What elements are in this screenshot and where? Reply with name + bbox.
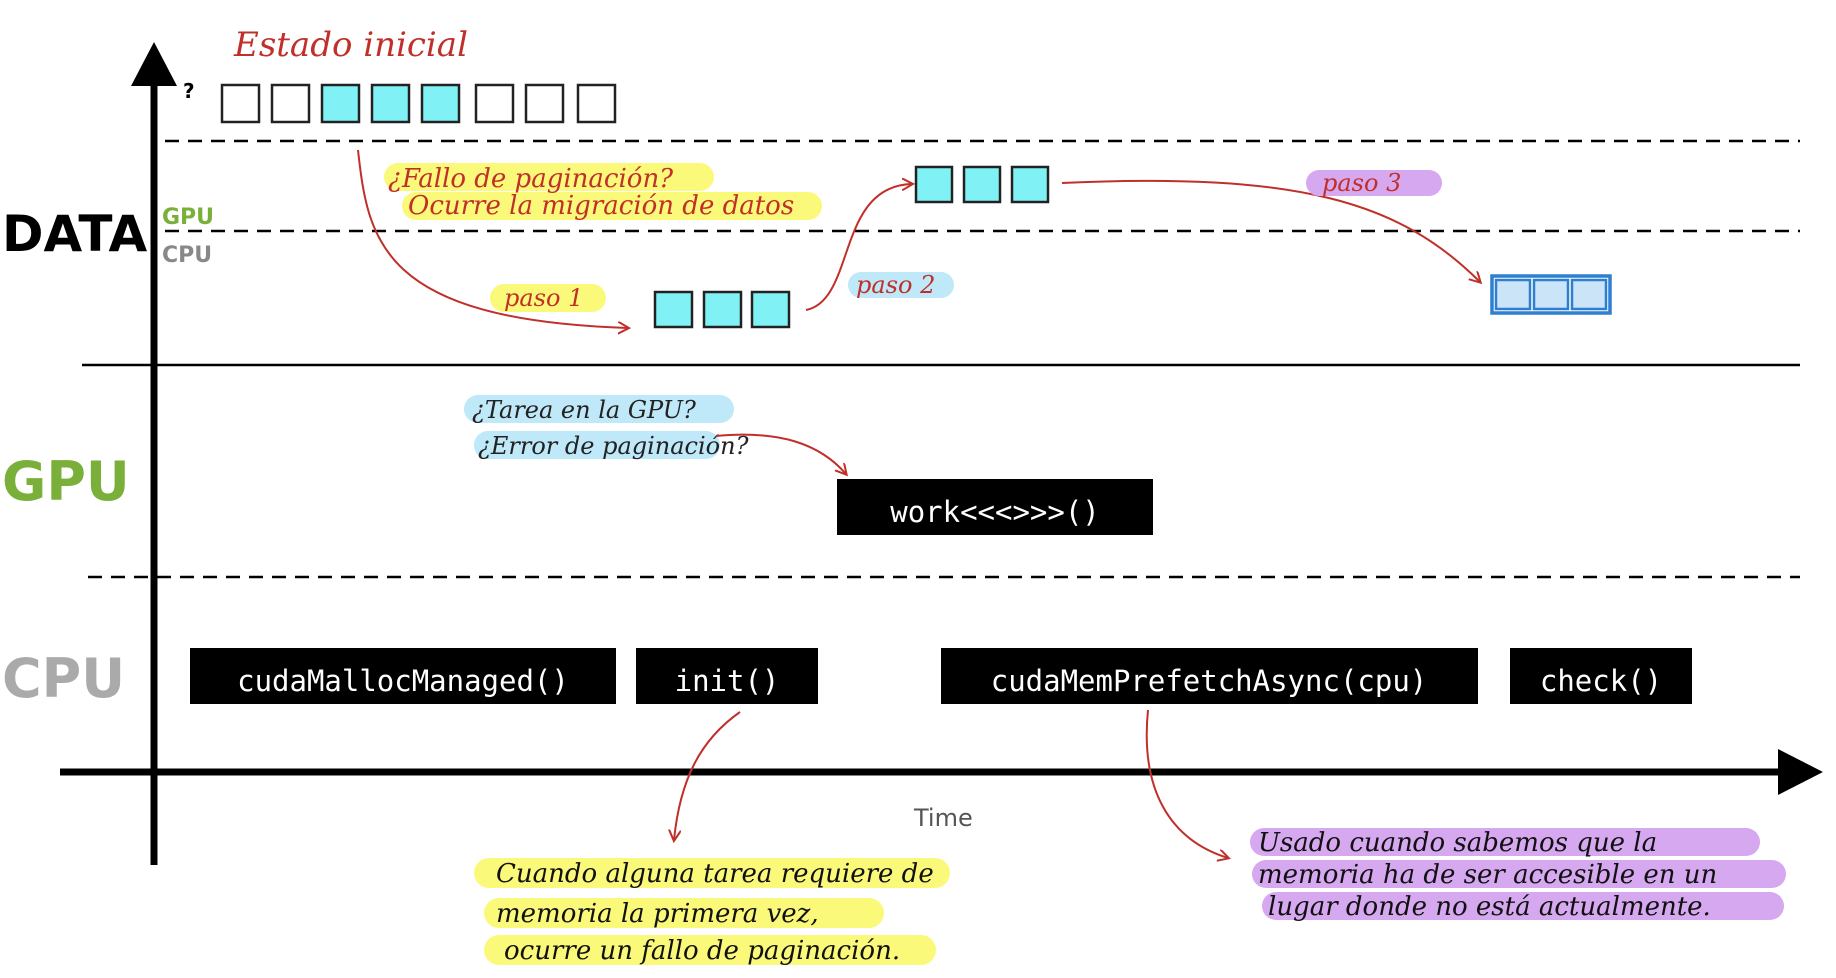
arrow-step-3	[1061, 179, 1480, 282]
arrow-prefetch-note	[1145, 709, 1228, 858]
cell-empty	[524, 83, 565, 124]
highlight-cyan	[474, 431, 720, 459]
highlight-cyan	[848, 272, 954, 298]
highlight-yellow	[484, 935, 936, 965]
cell-empty	[220, 83, 261, 124]
cell-allocated	[370, 83, 411, 124]
arrow-gpu-task	[715, 433, 846, 474]
note-step-3: paso 3	[1322, 169, 1401, 197]
cell-allocated	[914, 165, 954, 204]
cell-allocated	[320, 83, 361, 124]
highlight-purple	[1262, 892, 1784, 920]
highlight-purple	[1306, 170, 1442, 196]
note-prefetch-line-3: lugar donde no está actualmente.	[1268, 892, 1711, 922]
note-gpu-task-question: ¿Tarea en la GPU?	[472, 396, 696, 424]
lane-label-data-gpu: GPU	[162, 205, 214, 230]
cell-empty	[576, 83, 617, 124]
highlight-yellow	[384, 163, 714, 191]
note-step-2: paso 2	[856, 271, 935, 299]
call-check-label: check()	[1540, 664, 1662, 698]
highlight-yellow	[402, 192, 822, 220]
lane-label-data-cpu: CPU	[162, 243, 212, 268]
note-prefetch-line-1: Usado cuando sabemos que la	[1258, 828, 1657, 858]
cell-allocated	[653, 290, 694, 329]
x-axis-arrowhead	[1778, 749, 1823, 795]
lane-label-data: DATA	[2, 205, 148, 263]
highlight-yellow	[484, 898, 884, 928]
note-init-line-3: ocurre un fallo de paginación.	[504, 936, 900, 966]
highlight-purple	[1250, 828, 1760, 856]
arrow-init-note	[674, 711, 741, 840]
cells-prefetched-cpu	[1490, 274, 1612, 315]
cell-allocated	[1010, 165, 1050, 204]
lane-label-gpu: GPU	[2, 450, 130, 513]
highlight-yellow	[490, 284, 606, 312]
cells-gpu-migrated	[914, 165, 1050, 204]
arrow-step-2	[805, 184, 912, 311]
call-work	[837, 479, 1153, 535]
highlight-cyan	[464, 395, 734, 423]
call-init	[636, 648, 818, 704]
note-step-1: paso 1	[504, 284, 583, 312]
cell-allocated	[420, 83, 461, 124]
call-malloc	[190, 648, 616, 704]
highlight-yellow	[474, 858, 950, 888]
cell-empty	[474, 83, 515, 124]
call-prefetch	[941, 648, 1478, 704]
cell-prefetched	[1494, 278, 1532, 311]
note-paging-error-question: ¿Error de paginación?	[478, 432, 749, 460]
x-axis-label: Time	[913, 804, 973, 832]
call-check	[1510, 648, 1692, 704]
note-prefetch-line-2: memoria ha de ser accesible en un	[1258, 860, 1717, 890]
cell-allocated	[702, 290, 743, 329]
lane-label-cpu: CPU	[2, 647, 125, 710]
cell-prefetched	[1490, 274, 1612, 315]
call-prefetch-label: cudaMemPrefetchAsync(cpu)	[991, 664, 1428, 698]
cell-empty	[270, 83, 311, 124]
call-init-label: init()	[675, 664, 780, 698]
cell-allocated	[962, 165, 1002, 204]
note-data-migration: Ocurre la migración de datos	[408, 191, 794, 221]
y-axis-marker: ?	[183, 79, 195, 103]
cell-prefetched	[1570, 278, 1608, 311]
cell-prefetched	[1532, 278, 1570, 311]
note-initial-state: Estado inicial	[233, 25, 468, 65]
initial-state-cells	[220, 83, 617, 124]
highlight-purple	[1252, 860, 1786, 888]
call-malloc-label: cudaMallocManaged()	[237, 664, 569, 698]
y-axis-arrowhead	[131, 42, 177, 86]
note-init-line-2: memoria la primera vez,	[496, 899, 819, 929]
cells-cpu-migrated	[653, 290, 791, 329]
note-page-fault-question: ¿Fallo de paginación?	[388, 164, 674, 194]
cell-allocated	[750, 290, 791, 329]
note-init-line-1: Cuando alguna tarea requiere de	[496, 859, 934, 889]
arrow-step-1	[357, 149, 628, 328]
call-work-label: work<<<>>>()	[890, 495, 1100, 529]
